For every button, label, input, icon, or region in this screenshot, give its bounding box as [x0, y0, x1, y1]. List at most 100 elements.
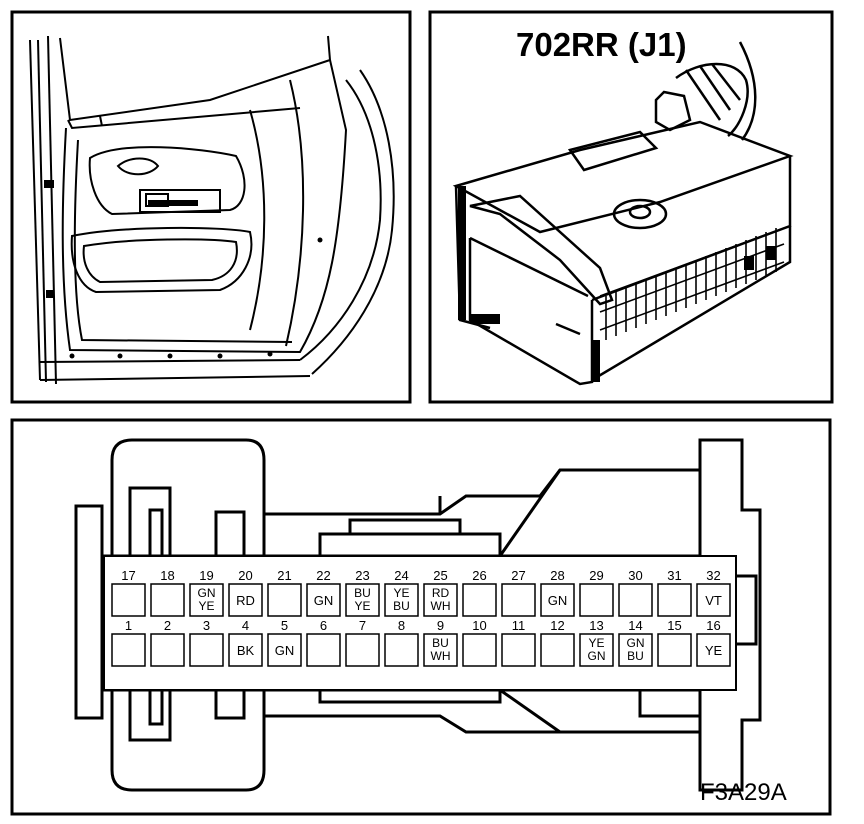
pin-7: 7 [345, 618, 380, 667]
pin-number: 3 [203, 618, 210, 633]
pin-11: 11 [501, 618, 536, 667]
pin-cavity [501, 583, 536, 617]
pin-18: 18 [150, 568, 185, 617]
pin-cavity [150, 583, 185, 617]
pin-cavity [189, 583, 224, 617]
pin-cavity [111, 633, 146, 667]
pin-number: 5 [281, 618, 288, 633]
wire-color-label: VT [705, 593, 722, 608]
pin-cavity [267, 633, 302, 667]
connector-3d-panel: 702RR (J1) [428, 10, 834, 404]
pin-26: 26 [462, 568, 497, 617]
pin-cavity [423, 633, 458, 667]
pin-cavity [384, 633, 419, 667]
pin-cavity [306, 633, 341, 667]
pin-29: 29 [579, 568, 614, 617]
pin-cavity [384, 583, 419, 617]
pin-12: 12 [540, 618, 575, 667]
pin-30: 30 [618, 568, 653, 617]
pin-number: 17 [121, 568, 135, 583]
pin-number: 24 [394, 568, 408, 583]
pin-cavity [228, 633, 263, 667]
pin-cavity [423, 583, 458, 617]
pin-cavity [501, 633, 536, 667]
pin-cavity [345, 583, 380, 617]
pin-cavity [657, 633, 692, 667]
pin-number: 2 [164, 618, 171, 633]
pin-number: 29 [589, 568, 603, 583]
pin-21: 21 [267, 568, 302, 617]
wire-color-label: BK [237, 643, 255, 658]
pin-1: 1 [111, 618, 146, 667]
pin-4: 4BK [228, 618, 263, 667]
pin-cavity [228, 583, 263, 617]
pin-27: 27 [501, 568, 536, 617]
pin-31: 31 [657, 568, 692, 617]
pin-number: 10 [472, 618, 486, 633]
pin-cavity [306, 583, 341, 617]
pin-cavity [618, 583, 653, 617]
pin-cavity [189, 633, 224, 667]
pin-15: 15 [657, 618, 692, 667]
pin-2: 2 [150, 618, 185, 667]
pin-cavity [696, 583, 731, 617]
pin-number: 30 [628, 568, 642, 583]
pin-10: 10 [462, 618, 497, 667]
pin-number: 31 [667, 568, 681, 583]
figure-code-label: F3A29A [700, 779, 787, 806]
pin-number: 18 [160, 568, 174, 583]
pin-cavity [579, 583, 614, 617]
pin-number: 12 [550, 618, 564, 633]
pin-number: 11 [512, 618, 526, 633]
pin-3: 3 [189, 618, 224, 667]
wire-color-label: RD [236, 593, 255, 608]
pin-number: 1 [125, 618, 132, 633]
pin-number: 27 [511, 568, 525, 583]
pin-number: 9 [437, 618, 444, 633]
pin-cavity [696, 633, 731, 667]
pin-cavity [579, 633, 614, 667]
pin-number: 15 [667, 618, 681, 633]
wire-color-label: YE [705, 643, 723, 658]
pin-number: 22 [316, 568, 330, 583]
pin-cavity [618, 633, 653, 667]
pin-5: 5GN [267, 618, 302, 667]
pin-number: 19 [199, 568, 213, 583]
pin-number: 28 [550, 568, 564, 583]
pin-number: 26 [472, 568, 486, 583]
pin-cavity [345, 633, 380, 667]
connector-name-label: 702RR (J1) [516, 26, 687, 63]
pin-number: 21 [277, 568, 291, 583]
pin-6: 6 [306, 618, 341, 667]
pin-number: 8 [398, 618, 405, 633]
pin-number: 16 [706, 618, 720, 633]
pin-17: 17 [111, 568, 146, 617]
pin-cavity [150, 633, 185, 667]
pin-number: 25 [433, 568, 447, 583]
pin-number: 20 [238, 568, 252, 583]
pin-cavity [111, 583, 146, 617]
pin-cavity [657, 583, 692, 617]
pin-number: 13 [589, 618, 603, 633]
pin-number: 14 [628, 618, 642, 633]
